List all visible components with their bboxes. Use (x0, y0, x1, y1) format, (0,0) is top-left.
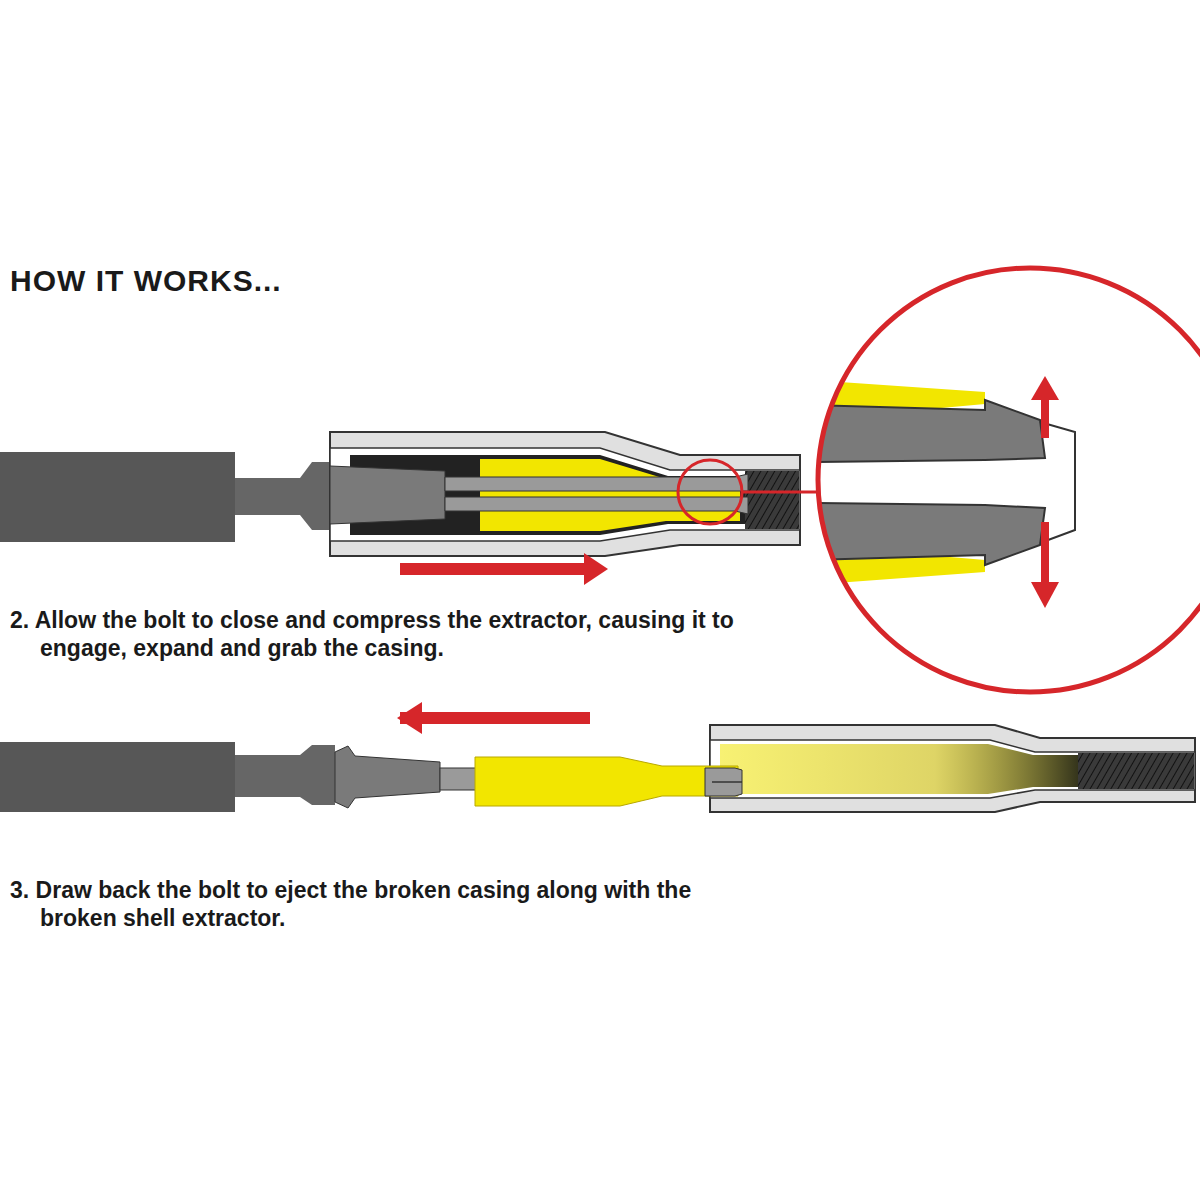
bolt-body (0, 742, 235, 812)
zoom-ground (818, 268, 1200, 692)
zoom-prong (810, 503, 1045, 565)
barrel-rifling (745, 471, 799, 529)
barrel-rifling (1078, 753, 1194, 789)
extractor-tip (705, 768, 742, 796)
motion-arrow (400, 563, 586, 575)
extractor-body (330, 466, 445, 524)
casing-ghost (720, 744, 1078, 794)
extractor-slot (712, 781, 742, 783)
zoom-circle (818, 268, 1200, 692)
extractor-body (335, 746, 440, 808)
detail-circle (678, 460, 742, 524)
broken-casing (475, 757, 738, 806)
step-text: 2. Allow the bolt to close and compress … (10, 606, 770, 662)
broken-casing (480, 459, 740, 531)
zoom-prong (810, 400, 1045, 462)
motion-arrow (397, 702, 422, 734)
expand-arrow (1031, 376, 1059, 400)
bolt-face (235, 462, 330, 530)
chamber (330, 432, 800, 556)
extractor-prong (440, 768, 480, 790)
bolt-face (235, 745, 335, 805)
diagram-title: HOW IT WORKS... (10, 262, 710, 299)
extractor-prong (445, 474, 748, 491)
extractor-prong (445, 497, 748, 514)
motion-arrow (400, 712, 590, 724)
expand-arrow (1041, 522, 1049, 584)
motion-arrow (584, 553, 608, 585)
detail-leader (742, 491, 818, 494)
step-text: 3. Draw back the bolt to eject the broke… (10, 876, 710, 932)
bolt-body (0, 452, 235, 542)
expand-arrow (1041, 398, 1049, 438)
zoom-view (810, 380, 1075, 585)
chamber-bore (710, 740, 1195, 798)
expand-arrow (1031, 582, 1059, 608)
chamber (710, 725, 1195, 812)
chamber-bore (330, 448, 800, 541)
